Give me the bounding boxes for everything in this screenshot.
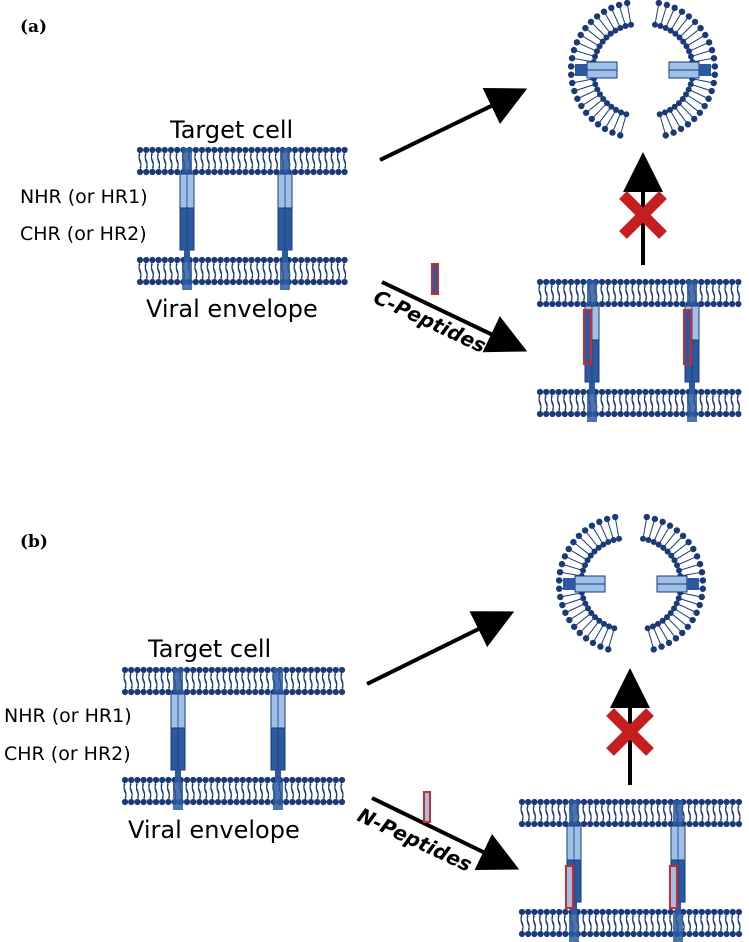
- panel-b-viral-envelope-label: Viral envelope: [128, 816, 300, 844]
- panel-b-helix-bundle-right: [270, 668, 286, 810]
- panel-a-inhibition-arrow: [381, 280, 528, 353]
- panel-a-prefusion-complex: [136, 146, 348, 290]
- panel-b-viral-membrane: [121, 776, 346, 806]
- panel-b-inhibition-arrow: [371, 796, 520, 871]
- panel-b-inhibited-bundle-left: [565, 800, 582, 942]
- panel-a-label: (a): [20, 17, 47, 37]
- panel-b: (b) Target cell NHR (or HR1) CHR (or HR2…: [4, 513, 743, 942]
- panel-a-inhibited-viral-membrane: [536, 388, 742, 418]
- panel-b-chr-label: CHR (or HR2): [4, 743, 131, 765]
- panel-a-inhibited-target-membrane: [536, 278, 742, 308]
- panel-a-viral-membrane: [136, 256, 348, 286]
- panel-b-inhibited-target-membrane: [518, 798, 743, 828]
- panel-a-helix-bundle-left: [179, 148, 195, 290]
- panel-b-helix-bundle-left: [170, 668, 186, 810]
- panel-a-inhibited-complex: [536, 278, 742, 422]
- panel-a-chr-label: CHR (or HR2): [20, 223, 147, 245]
- panel-a-fusion-arrow: [379, 87, 528, 162]
- panel-b-inhibited-bundle-right: [669, 800, 686, 942]
- panel-a-free-peptide: [431, 263, 439, 295]
- panel-b-target-membrane: [121, 666, 346, 696]
- panel-b-label: (b): [20, 532, 48, 552]
- panel-b-nhr-label: NHR (or HR1): [4, 705, 132, 727]
- panel-a-target-membrane: [136, 146, 348, 176]
- panel-a-inhibited-bundle-right: [683, 280, 700, 422]
- panel-b-inhibited-viral-membrane: [518, 908, 743, 938]
- panel-a-peptide-label: C-Peptides: [370, 285, 490, 358]
- panel-b-free-peptide: [423, 791, 431, 823]
- panel-a-inhibited-bundle-left: [583, 280, 600, 422]
- panel-a: (a) Target cell NHR (or HR1) CHR (or HR2…: [20, 0, 742, 422]
- panel-a-nhr-label: NHR (or HR1): [20, 186, 148, 208]
- panel-b-fused-membranes: [555, 513, 707, 653]
- panel-a-helix-bundle-right: [277, 148, 293, 290]
- panel-a-fused-membranes: [567, 0, 719, 139]
- panel-b-target-cell-label: Target cell: [147, 635, 271, 663]
- panel-a-block-cross: [619, 191, 667, 239]
- panel-b-block-cross: [606, 708, 654, 756]
- panel-b-prefusion-complex: [121, 666, 346, 810]
- panel-b-inhibited-complex: [518, 798, 743, 942]
- panel-b-fusion-arrow: [366, 611, 515, 686]
- panel-a-viral-envelope-label: Viral envelope: [146, 295, 318, 323]
- panel-a-target-cell-label: Target cell: [169, 116, 293, 144]
